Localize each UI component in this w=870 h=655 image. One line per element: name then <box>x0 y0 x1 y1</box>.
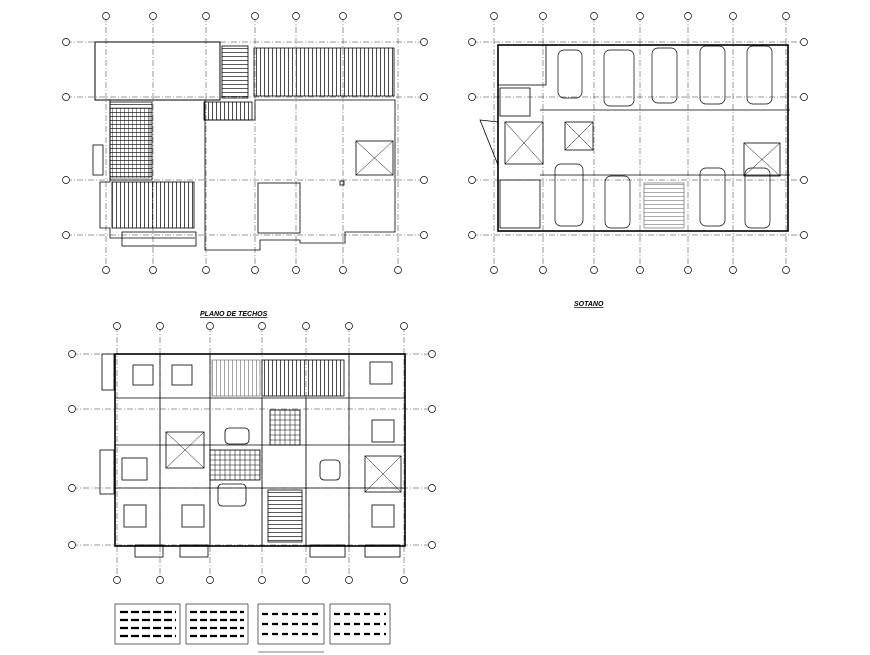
roof-hatch-top <box>253 47 395 97</box>
roof-plan <box>62 12 428 274</box>
basement-axes <box>472 16 804 270</box>
parking-cars <box>554 45 773 229</box>
roof-plan-axis-bubbles <box>62 12 428 274</box>
floor-plan-axis-bubbles <box>68 322 436 584</box>
basement-title: SOTANO <box>574 301 604 308</box>
basement-axis-bubbles <box>468 12 808 274</box>
door-window-schedules <box>114 603 391 653</box>
basement-plan <box>468 12 808 274</box>
floor-plan <box>68 322 436 584</box>
floor-plan-title: PLANO DE TECHOS <box>200 311 268 318</box>
